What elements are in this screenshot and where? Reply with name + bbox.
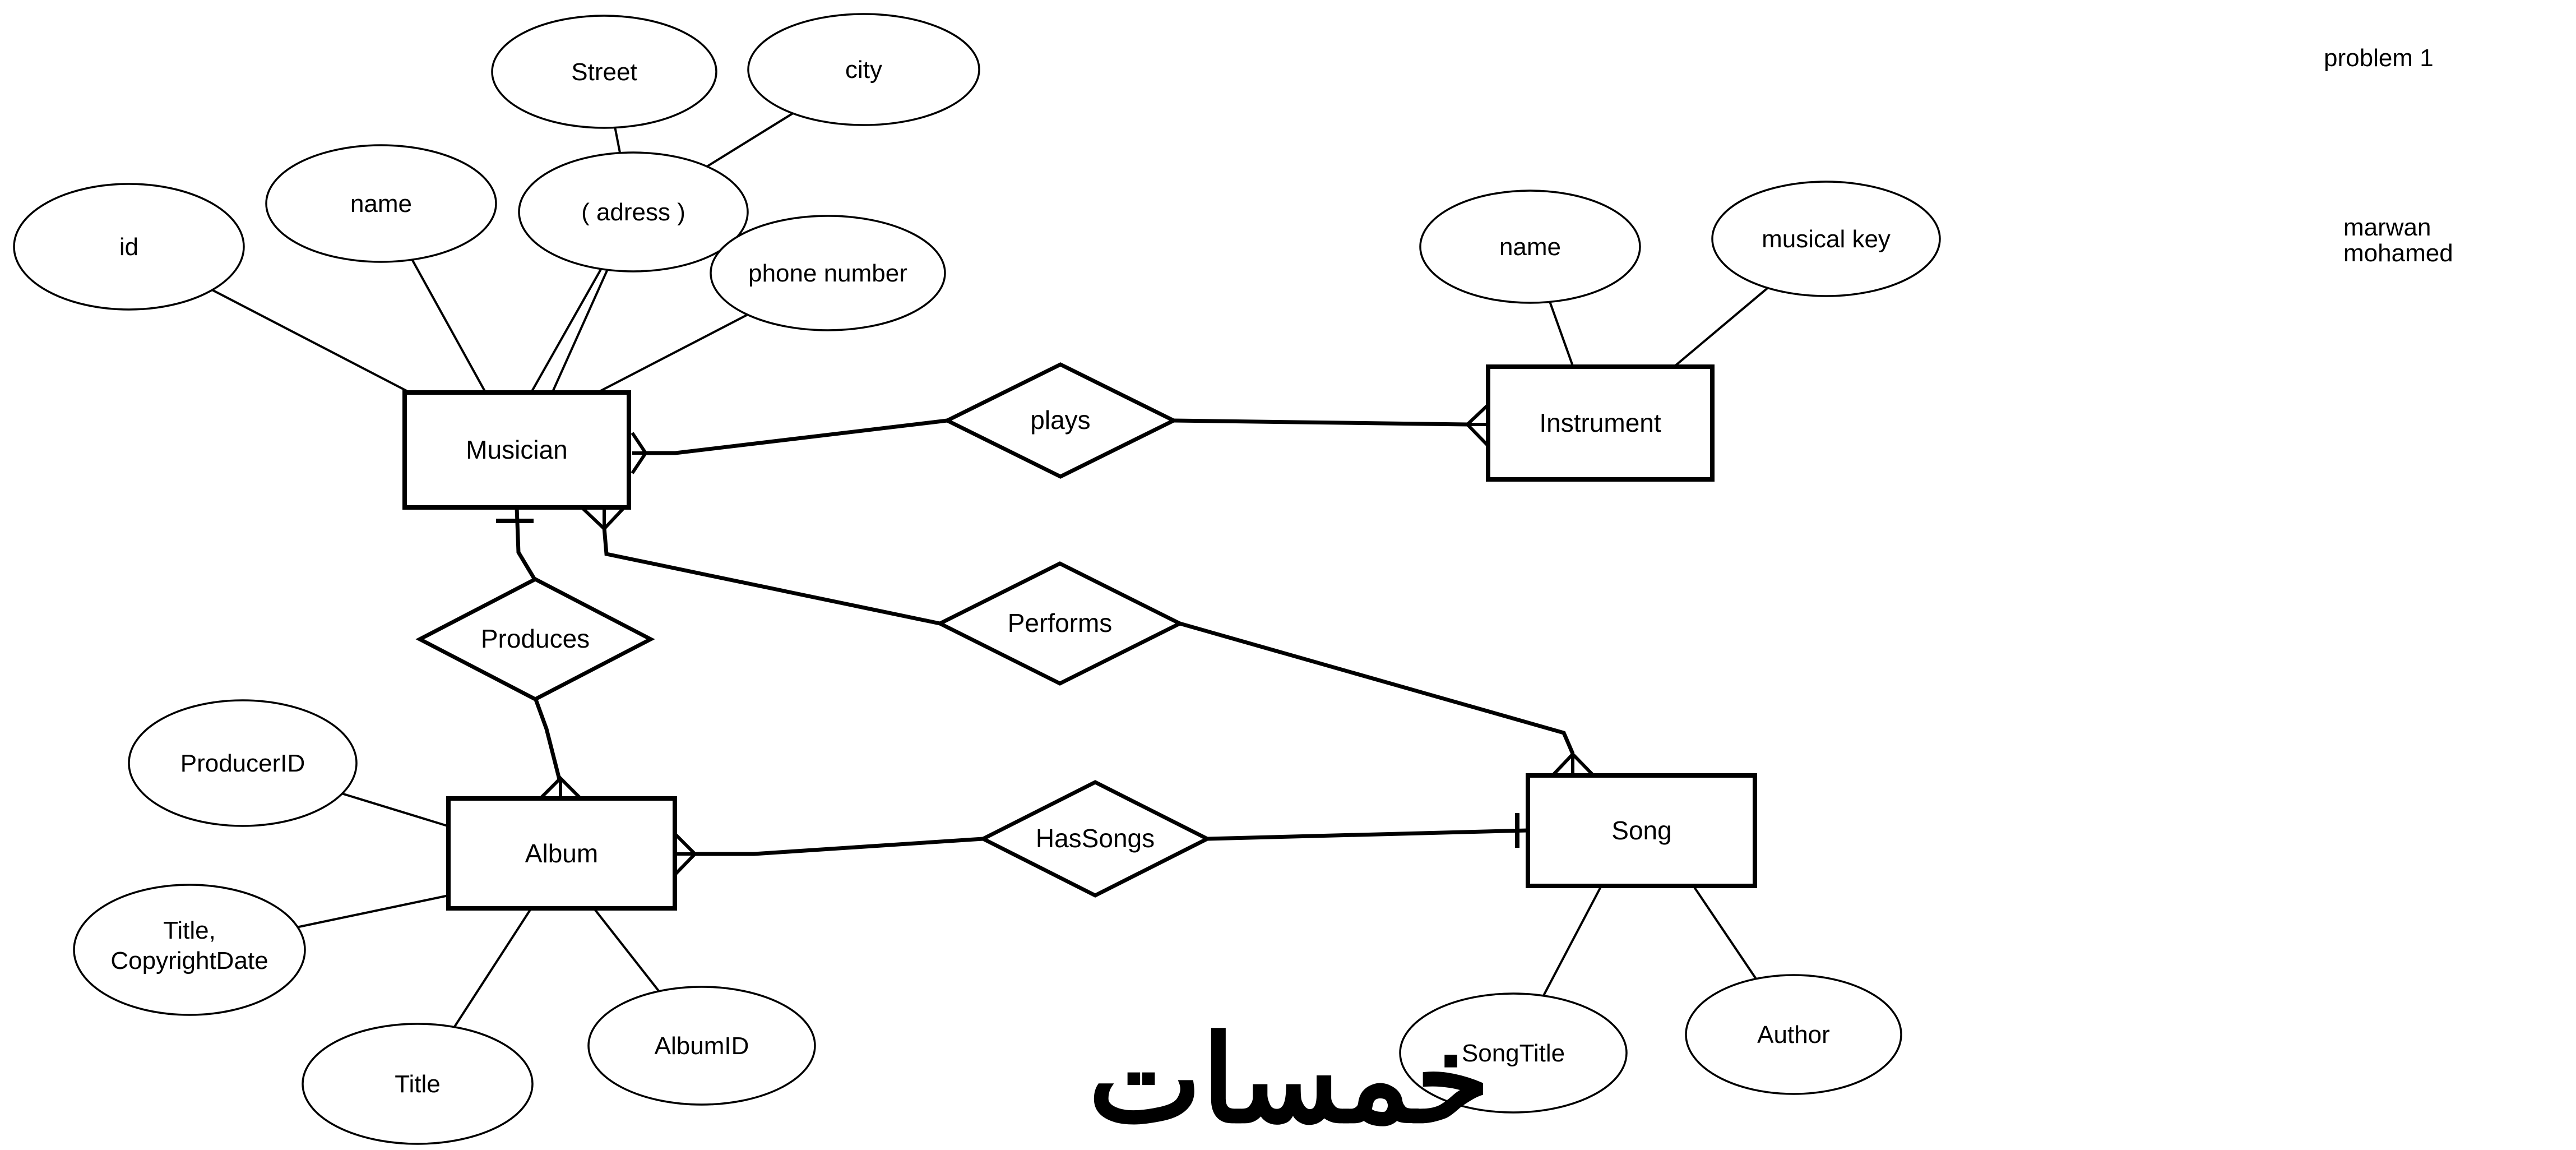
attribute-title-ellipse[interactable]	[302, 1023, 534, 1145]
attribute-name-label: name	[350, 190, 412, 218]
entity-instrument-label: Instrument	[1539, 408, 1661, 437]
attribute-author-ellipse[interactable]	[1685, 974, 1902, 1095]
relationship-connectors	[515, 418, 1575, 856]
author-name-line1: marwan	[2343, 214, 2431, 241]
connector-produces-album	[533, 697, 562, 780]
entity-instrument[interactable]: Instrument	[1486, 364, 1715, 482]
attribute-instrument-musical-key[interactable]: musical key	[1711, 181, 1941, 297]
entity-musician-box[interactable]	[402, 390, 631, 510]
attribute-musician-phone[interactable]: phone number	[710, 215, 946, 331]
attribute-adress-ellipse[interactable]	[518, 151, 749, 273]
attribute-title-copyright-label-line1: Title,	[163, 917, 216, 944]
connector-performs-song	[1179, 621, 1575, 755]
entity-song-box[interactable]	[1526, 773, 1757, 888]
cardinality-notations	[496, 403, 1595, 876]
crows-foot-album-hassongs-icon	[673, 832, 698, 876]
relationship-plays-diamond[interactable]	[943, 362, 1178, 479]
entity-musician[interactable]: Musician	[402, 390, 631, 510]
connector-album-hassongs	[695, 837, 984, 856]
attribute-musical-key-label: musical key	[1762, 225, 1891, 253]
attribute-id-ellipse[interactable]	[13, 183, 245, 311]
attribute-songtitle-ellipse[interactable]	[1399, 992, 1628, 1114]
attribute-instrument-name[interactable]: name	[1419, 190, 1641, 304]
attribute-instrument-name-ellipse[interactable]	[1419, 190, 1641, 304]
connector-musician-performs	[602, 527, 940, 626]
attribute-musician-city[interactable]: city	[747, 13, 980, 126]
connector-hassongs-song	[1207, 828, 1528, 841]
attribute-song-songtitle[interactable]: SongTitle	[1399, 992, 1628, 1114]
relationship-produces-diamond[interactable]	[415, 577, 655, 701]
attribute-title-copyright-label-line2: CopyrightDate	[110, 947, 268, 975]
relationship-performs-label: Performs	[1008, 608, 1113, 638]
entity-musician-label: Musician	[466, 435, 568, 464]
attribute-name-ellipse[interactable]	[265, 144, 497, 263]
watermark-text: خمسات	[1088, 1012, 1490, 1147]
attribute-musical-key-ellipse[interactable]	[1711, 181, 1941, 297]
attribute-adress-label: ( adress )	[581, 198, 685, 226]
entity-album[interactable]: Album	[446, 796, 677, 911]
entity-song[interactable]: Song	[1526, 773, 1757, 888]
attribute-city-label: city	[845, 56, 882, 84]
crows-foot-musician-performs-icon	[581, 507, 625, 532]
crows-foot-instrument-plays-icon	[1465, 403, 1490, 447]
attribute-musician-street[interactable]: Street	[491, 15, 717, 129]
attribute-street-label: Street	[571, 58, 637, 86]
attribute-phone-label: phone number	[748, 260, 907, 287]
relationship-produces[interactable]: Produces	[415, 577, 655, 701]
entity-album-box[interactable]	[446, 796, 677, 911]
problem-label[interactable]: problem 1	[2324, 44, 2434, 72]
attribute-albumid-ellipse[interactable]	[587, 986, 816, 1106]
attribute-song-author[interactable]: Author	[1685, 974, 1902, 1095]
crows-foot-song-performs-icon	[1551, 751, 1595, 777]
entity-album-label: Album	[525, 839, 598, 868]
attribute-musician-id[interactable]: id	[13, 183, 245, 311]
attribute-producerid-ellipse[interactable]	[128, 699, 358, 827]
relationship-plays-label: plays	[1030, 405, 1090, 435]
attribute-album-albumid[interactable]: AlbumID	[587, 986, 816, 1106]
entity-song-label: Song	[1611, 816, 1671, 845]
attribute-street-ellipse[interactable]	[491, 15, 717, 129]
attribute-title-copyright-ellipse[interactable]	[73, 884, 306, 1016]
crows-foot-album-produces-icon	[539, 775, 582, 800]
attribute-musician-adress[interactable]: ( adress )	[518, 151, 749, 273]
attribute-producerid-label: ProducerID	[180, 750, 305, 777]
author-name[interactable]: marwan mohamed	[2343, 214, 2453, 267]
attribute-album-producerid[interactable]: ProducerID	[128, 699, 358, 827]
relationship-hassongs-diamond[interactable]	[979, 780, 1212, 898]
connector-musician-produces	[515, 507, 538, 581]
attribute-songtitle-label: SongTitle	[1462, 1040, 1565, 1067]
connector-plays-instrument	[1173, 418, 1468, 427]
relationship-produces-label: Produces	[481, 624, 590, 653]
relationship-performs[interactable]: Performs	[935, 561, 1184, 686]
relationship-hassongs-label: HasSongs	[1036, 824, 1155, 853]
attribute-albumid-label: AlbumID	[655, 1032, 749, 1060]
relationship-plays[interactable]: plays	[943, 362, 1178, 479]
attribute-phone-ellipse[interactable]	[710, 215, 946, 331]
relationship-hassongs[interactable]: HasSongs	[979, 780, 1212, 898]
attribute-city-ellipse[interactable]	[747, 13, 980, 126]
relationship-performs-diamond[interactable]	[935, 561, 1184, 686]
crows-foot-musician-plays-icon	[631, 432, 648, 474]
attribute-title-label: Title	[395, 1070, 441, 1098]
attribute-musician-name[interactable]: name	[265, 144, 497, 263]
attribute-album-title-copyright[interactable]: Title, CopyrightDate	[73, 884, 306, 1016]
author-name-line2: mohamed	[2343, 239, 2453, 267]
connector-musician-plays	[646, 418, 948, 455]
attribute-album-title[interactable]: Title	[302, 1023, 534, 1145]
attribute-author-label: Author	[1757, 1021, 1830, 1049]
attribute-id-label: id	[119, 233, 138, 261]
attribute-instrument-name-label: name	[1499, 233, 1561, 261]
